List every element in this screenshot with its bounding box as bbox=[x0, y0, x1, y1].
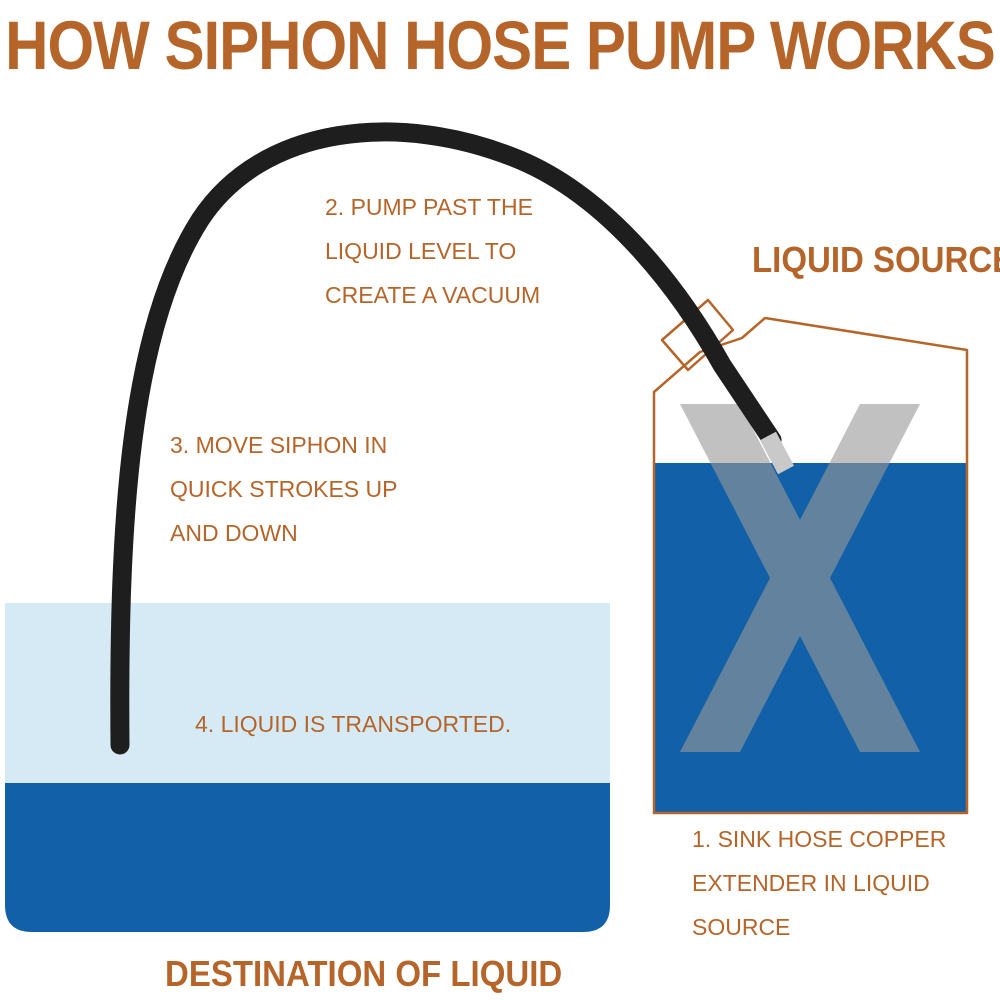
step-3-text: 3. MOVE SIPHON IN QUICK STROKES UP AND D… bbox=[170, 432, 398, 546]
step-4-text: 4. LIQUID IS TRANSPORTED. bbox=[195, 711, 512, 737]
siphon-hose bbox=[110, 122, 782, 755]
destination-deep-liquid bbox=[5, 783, 610, 932]
step-1-text: 1. SINK HOSE COPPER EXTENDER IN LIQUID S… bbox=[692, 826, 947, 940]
copper-extender bbox=[760, 431, 794, 475]
step-2-text: 2. PUMP PAST THE LIQUID LEVEL TO CREATE … bbox=[325, 194, 541, 308]
destination-container bbox=[5, 603, 610, 932]
bottle-outline bbox=[652, 316, 969, 815]
destination-light-liquid bbox=[5, 603, 610, 783]
destination-label: DESTINATION OF LIQUID bbox=[165, 953, 563, 994]
liquid-source-bottle bbox=[652, 298, 969, 815]
liquid-source-label: LIQUID SOURCE bbox=[752, 239, 1000, 280]
x-mark-icon bbox=[680, 404, 920, 752]
page-title: HOW SIPHON HOSE PUMP WORKS bbox=[5, 6, 996, 84]
